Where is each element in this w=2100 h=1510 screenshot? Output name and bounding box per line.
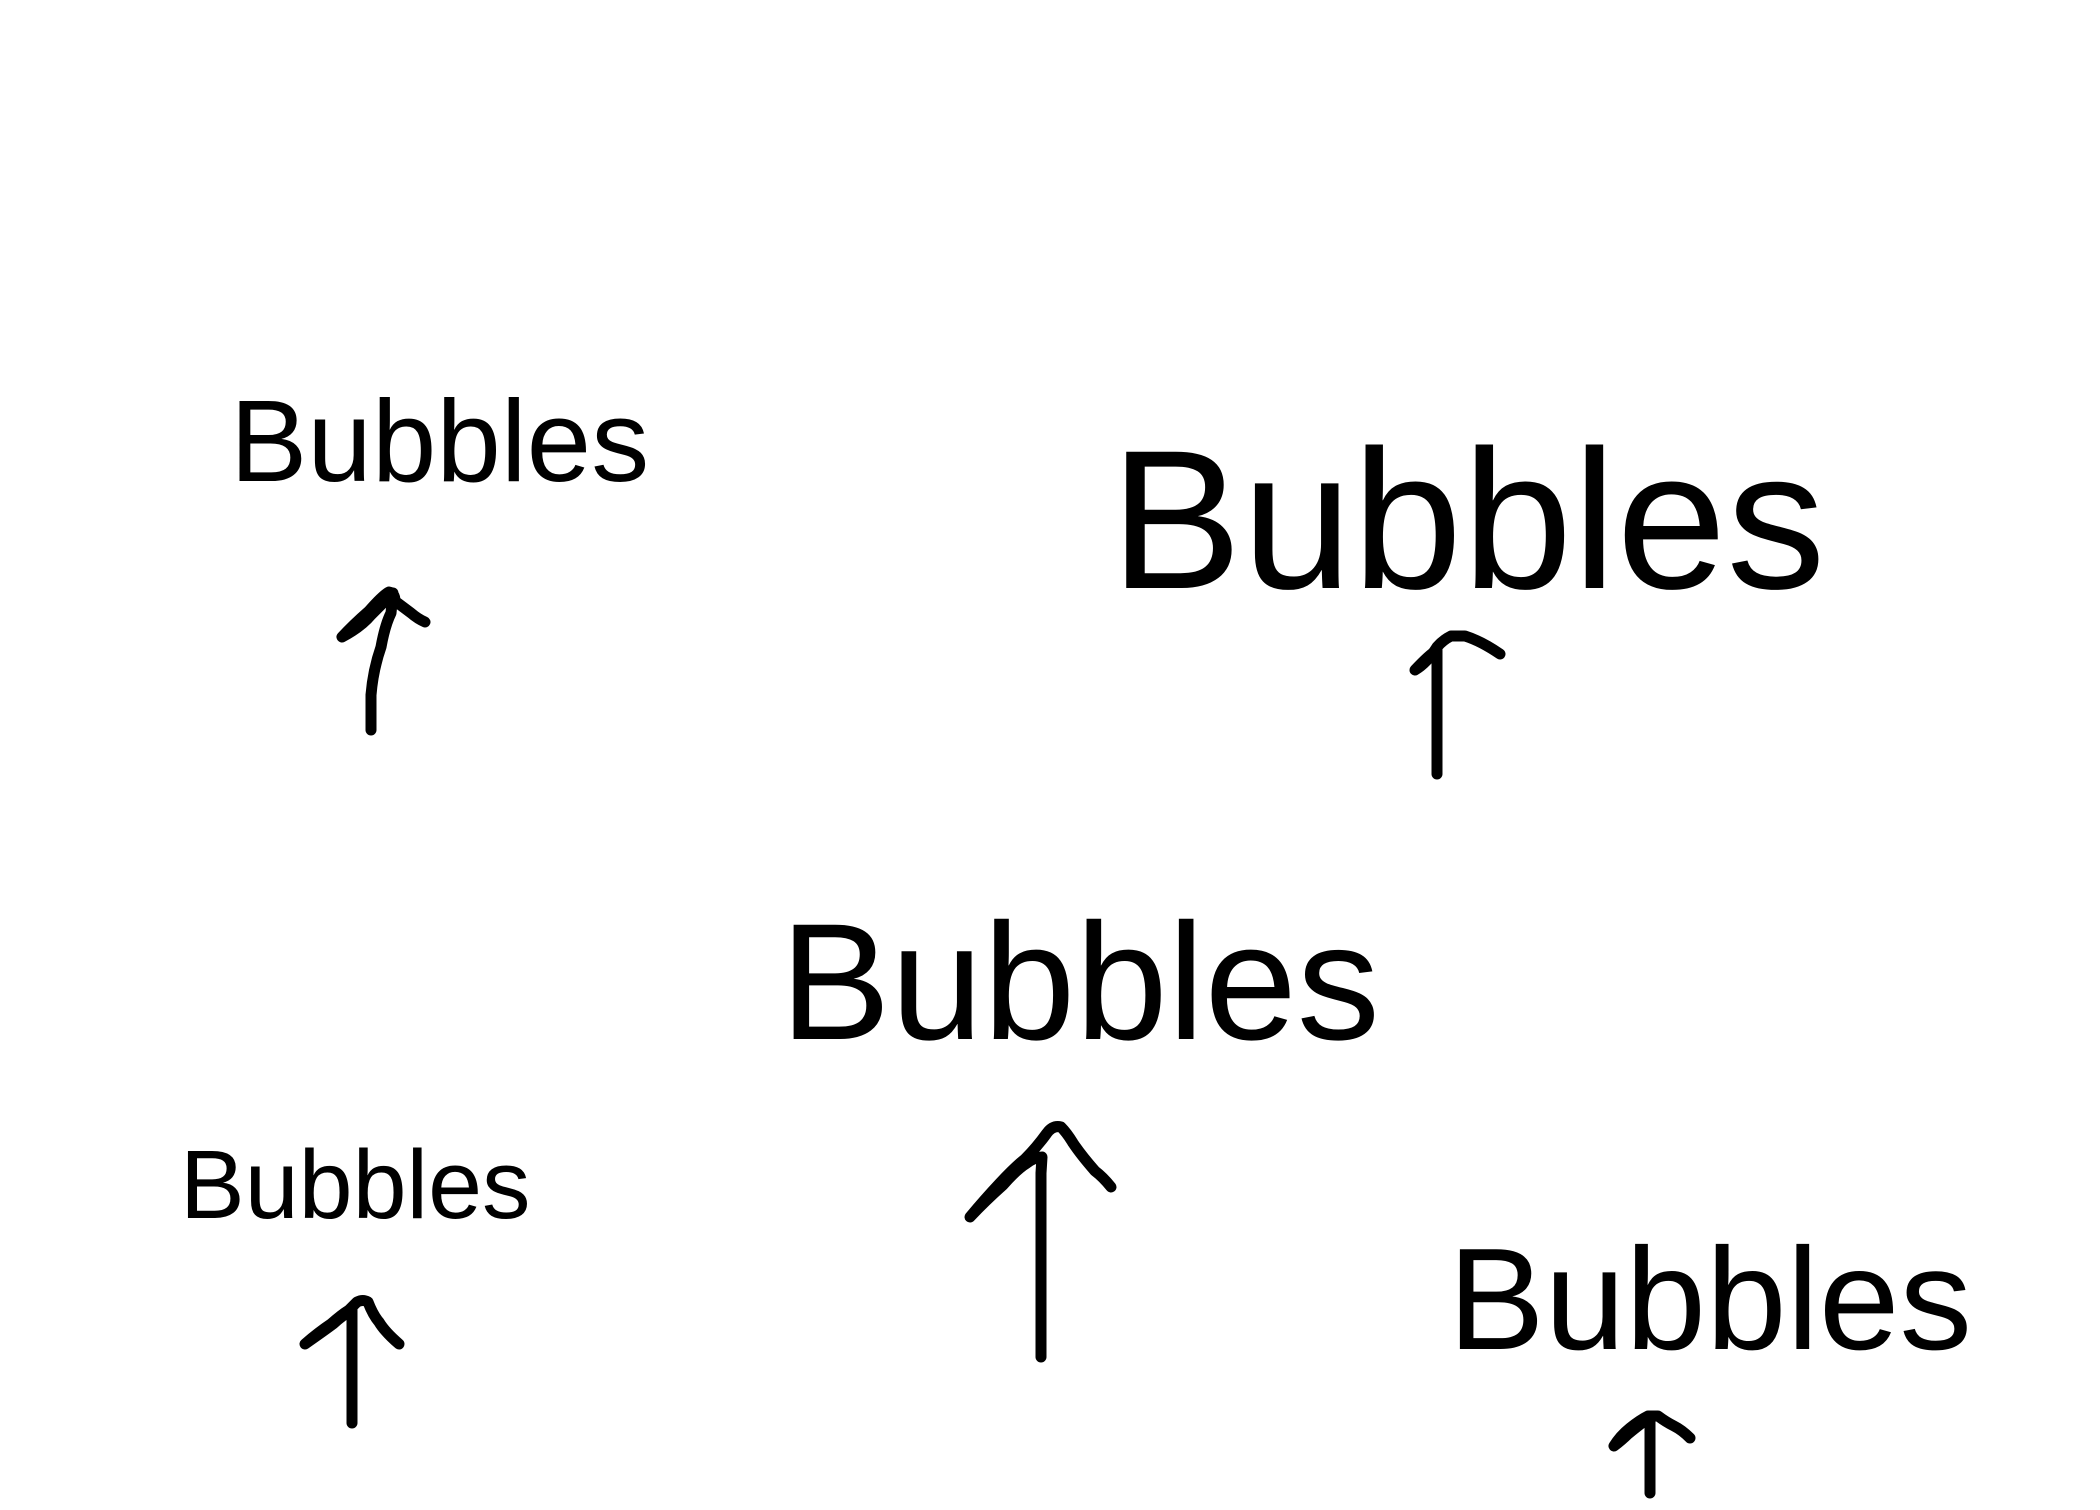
up-arrow-icon-top-right — [1409, 630, 1506, 780]
up-arrow-icon-bottom-left — [299, 1295, 405, 1429]
bubbles-label-middle-center: Bubbles — [780, 890, 1380, 1075]
up-arrow-icon-top-left — [336, 586, 431, 736]
up-arrow-icon-middle-center — [964, 1121, 1117, 1363]
bubbles-label-bottom-right: Bubbles — [1448, 1218, 1972, 1380]
bubbles-label-top-left: Bubbles — [230, 376, 650, 506]
bubbles-label-bottom-left: Bubbles — [180, 1130, 531, 1239]
bubbles-label-top-right: Bubbles — [1110, 409, 1826, 630]
up-arrow-icon-bottom-right — [1608, 1410, 1696, 1499]
